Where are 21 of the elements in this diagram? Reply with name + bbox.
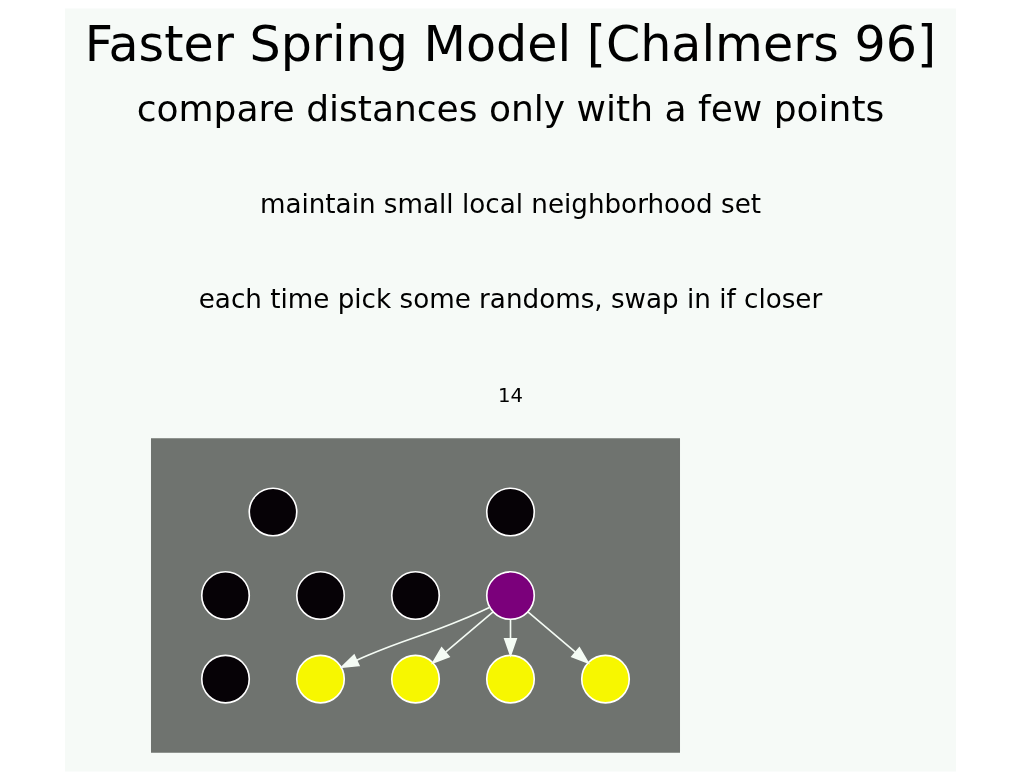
node-circle: [200, 570, 251, 621]
label: 14: [498, 383, 523, 407]
node-circle: [295, 570, 346, 621]
node-circle: [248, 487, 298, 537]
node-circle: [580, 654, 631, 704]
node-circle: [295, 654, 346, 704]
cluster: [151, 438, 681, 753]
node-circle: [485, 570, 536, 621]
node-circle: [390, 570, 441, 621]
node-circle: [390, 654, 441, 704]
arrow: [339, 606, 491, 669]
arrow: [430, 611, 494, 665]
label: maintain small local neighborhood set: [259, 188, 762, 219]
node-circle: [485, 487, 536, 537]
node-circle: [485, 654, 536, 704]
label: compare distances only with a few points: [136, 87, 885, 129]
arrow: [527, 611, 591, 665]
diagram-title: Faster Spring Model [Chalmers 96]: [84, 14, 937, 73]
arrow: [503, 618, 518, 658]
node-circle: [200, 654, 251, 704]
label: each time pick some randoms, swap in if closer: [198, 283, 823, 314]
